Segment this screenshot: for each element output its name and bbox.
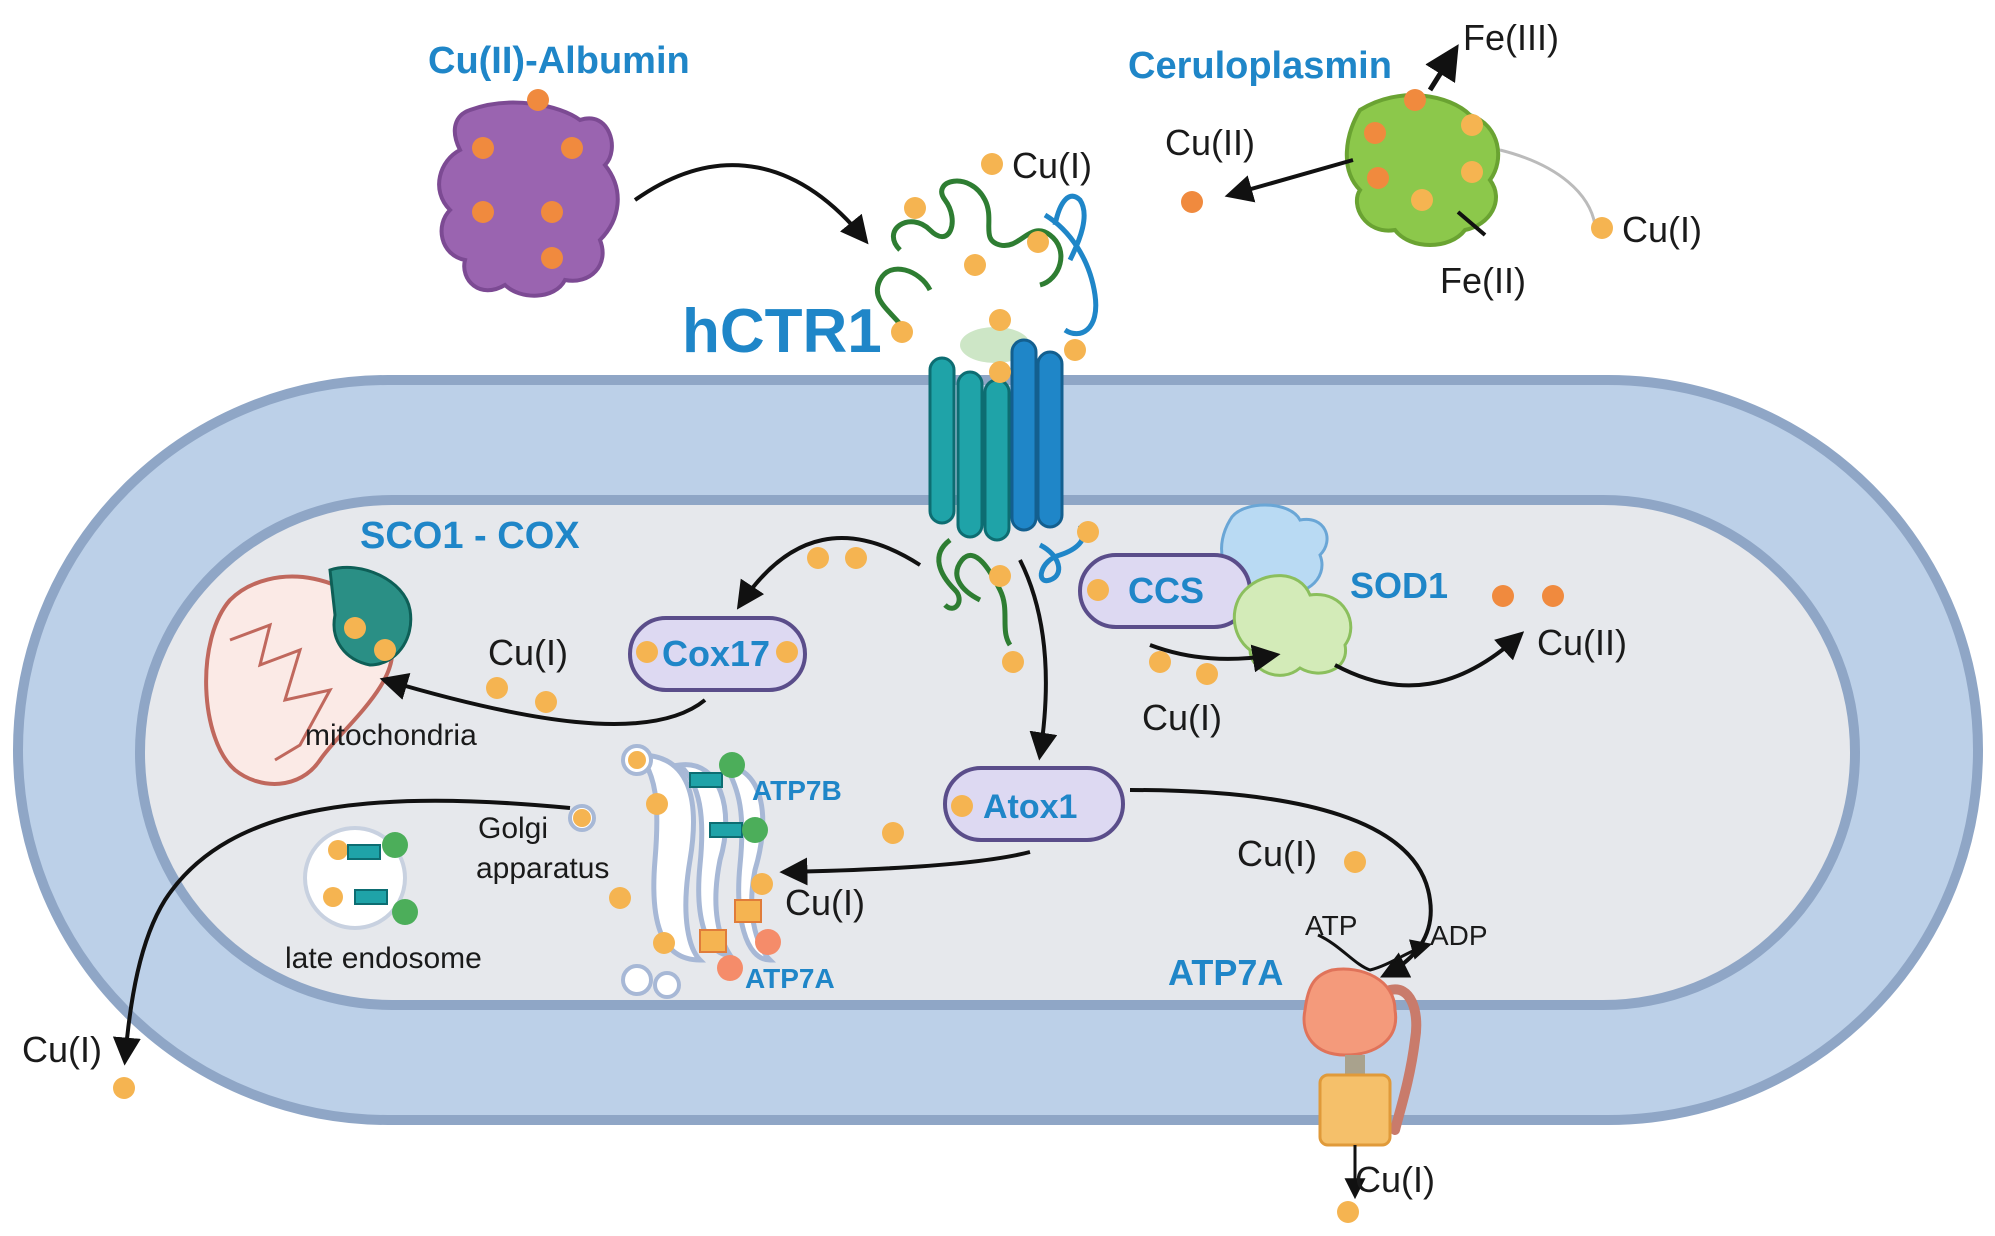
copper-ion [636,641,658,663]
copper-ion [776,641,798,663]
ceruloplasmin-label: Ceruloplasmin [1128,45,1392,87]
mitochondria-label: mitochondria [305,719,477,752]
copper-ion [1181,191,1203,213]
atox1-pill [943,766,1125,842]
cu1-cerulo-label: Cu(I) [1622,209,1702,250]
albumin-label: Cu(II)-Albumin [428,40,690,82]
copper-ion [951,795,973,817]
cu2-cerulo-label: Cu(II) [1165,122,1255,163]
cu1-atp7a-label: Cu(I) [1237,833,1317,874]
copper-ion [1492,585,1514,607]
copper-ion [1542,585,1564,607]
line-fe2 [1456,210,1487,237]
sco1-cox-label: SCO1 - COX [360,515,580,557]
cu1-exit-left-label: Cu(I) [22,1029,102,1070]
copper-ion [1077,521,1099,543]
fe3-label: Fe(III) [1463,17,1559,58]
albumin-protein-icon [437,89,620,298]
copper-ion [1149,651,1171,673]
arrow-cox17-to-mito [379,672,707,726]
arrow-sod1-to-cu2 [1334,631,1525,688]
cu2-sod1-label: Cu(II) [1537,622,1627,663]
atox1-label: Atox1 [983,788,1077,826]
golgi-label-line2: apparatus [476,852,609,885]
arrow-albumin-to-hctr1 [633,163,869,245]
golgi-label-line1: Golgi [478,812,548,845]
copper-ion [891,321,913,343]
arrow-hctr1-to-atox1 [1018,559,1058,761]
copper-ion [989,565,1011,587]
arrow-golgi-exit-left [112,798,571,1066]
copper-ion [1337,1201,1359,1223]
cu1-top-label: Cu(I) [1012,145,1092,186]
fe2-label: Fe(II) [1440,260,1526,301]
late-endosome-label: late endosome [285,942,482,975]
arrow-hctr1-to-cox17 [736,536,922,610]
atp-to-adp-arc [1317,933,1433,972]
copper-ion [1027,231,1049,253]
copper-ion [1344,851,1366,873]
copper-ion [1002,651,1024,673]
arrow-to-sod1 [1149,643,1281,673]
copper-ion [1591,217,1613,239]
copper-ion [1196,663,1218,685]
copper-ion [904,197,926,219]
line-cu1-cerulo [1499,148,1597,226]
hctr1-label: hCTR1 [682,297,882,366]
arrow-atox1-to-golgi [779,850,1031,886]
cu1-golgi-label: Cu(I) [785,882,865,923]
copper-ion [1064,339,1086,361]
copper-ion [535,691,557,713]
atp7b-golgi-label: ATP7B [752,775,842,806]
mitochondria-icon [204,565,413,786]
copper-ion [113,1077,135,1099]
copper-ion [845,547,867,569]
cu1-ccs-label: Cu(I) [1142,697,1222,738]
cu1-mito-label: Cu(I) [488,632,568,673]
atp7a-transporter-icon [1302,967,1422,1200]
atp-label: ATP [1305,910,1357,941]
copper-ion [989,309,1011,331]
cox17-pill [628,616,807,692]
copper-ion [807,547,829,569]
adp-label: ADP [1430,920,1488,951]
copper-ion [486,677,508,699]
copper-ion [981,153,1003,175]
cu1-exit-bottom-label: Cu(I) [1355,1159,1435,1200]
sod1-label: SOD1 [1350,565,1448,606]
ceruloplasmin-protein-icon [1344,89,1501,247]
copper-ion [882,822,904,844]
golgi-apparatus-icon [568,744,781,999]
hctr1-transporter-icon [874,178,1099,647]
atp7a-golgi-label: ATP7A [745,963,835,994]
arrow-to-fe3 [1425,44,1459,92]
arrow-to-cu2 [1224,158,1354,203]
copper-ion [1087,579,1109,601]
copper-ion [964,254,986,276]
atp7a-membrane-label: ATP7A [1168,952,1283,993]
copper-ion [989,361,1011,383]
late-endosome-icon [303,826,418,930]
cox17-label: Cox17 [662,633,770,674]
ccs-label: CCS [1128,570,1204,611]
